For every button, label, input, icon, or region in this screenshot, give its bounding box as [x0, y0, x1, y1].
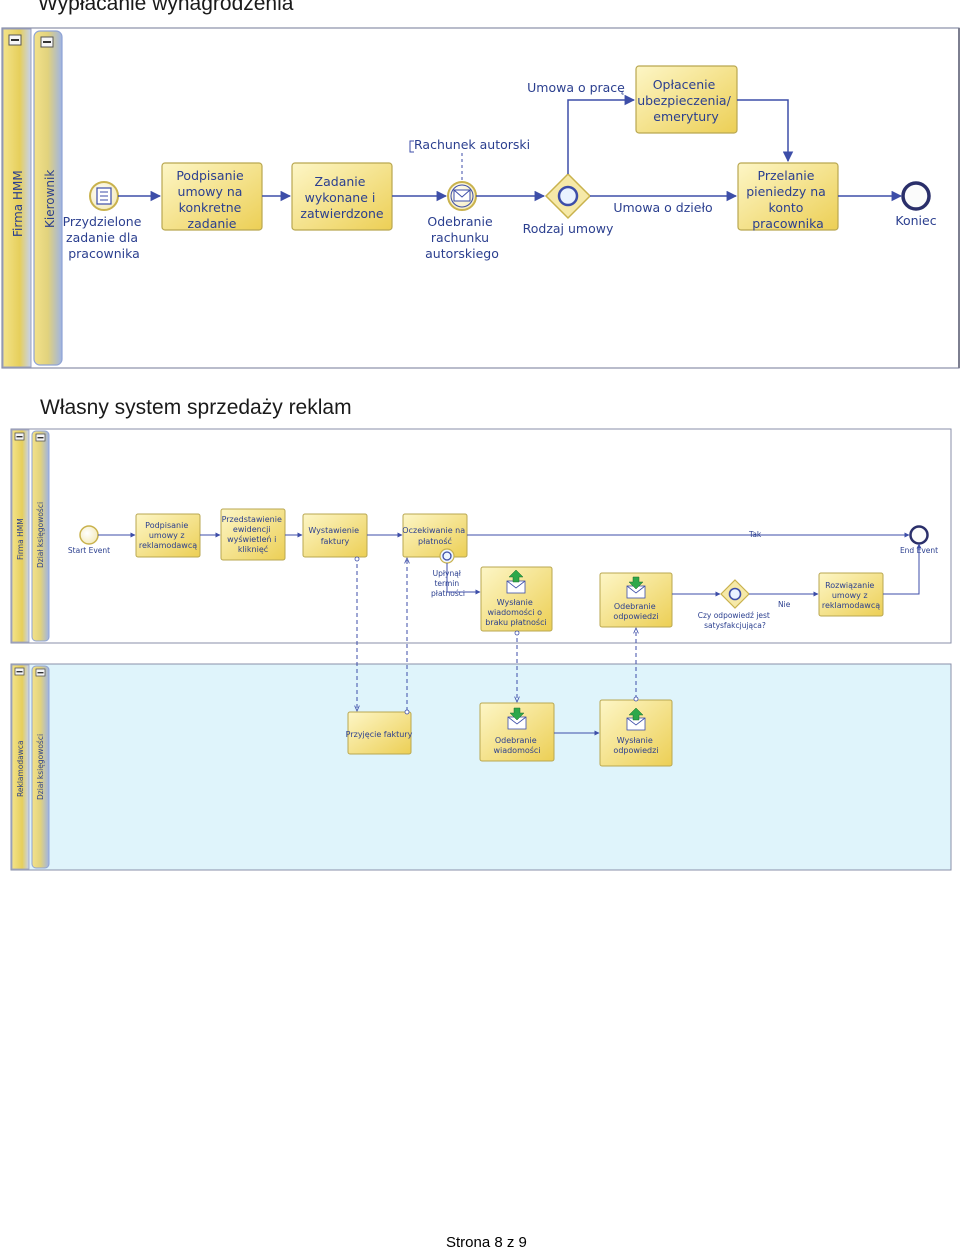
- svg-text:Podpisanie umowy na: Podpisanie umowy na konkretne zadanie: [176, 168, 247, 231]
- page-number: Strona 8 z 9: [446, 1234, 527, 1251]
- svg-text:Rozwiązanie umowy z: Rozwiązanie umowy z reklamodawcą: [822, 581, 880, 610]
- arrow-up-icon: [628, 707, 644, 721]
- flow-label-umowa-o-dzielo: Umowa o dzieło: [613, 200, 712, 215]
- arrow-up-icon: [508, 569, 524, 583]
- lane1-label: Dział księgowości: [36, 502, 45, 568]
- task-wyslanie-odpowiedzi[interactable]: Wysłanie odpowiedzi: [599, 699, 673, 767]
- end-event[interactable]: [901, 181, 931, 211]
- svg-text:Wystawienie faktury: Wystawienie faktury: [308, 526, 361, 546]
- svg-text:Zadanie wykonane i: Zadanie wykonane i zatwierdzone: [300, 174, 383, 221]
- message-event[interactable]: [447, 181, 477, 211]
- start-event-label: Start Event: [68, 546, 110, 555]
- lane-label: Kierownik: [43, 170, 57, 228]
- start-event[interactable]: [79, 525, 99, 545]
- task-odebranie-wiadomosci[interactable]: Odebranie wiadomości: [479, 702, 555, 762]
- timer-label: Upłynął termin płatności: [431, 569, 465, 598]
- svg-text:Wysłanie wiadomości o: Wysłanie wiadomości o braku płatności: [485, 598, 546, 627]
- pool2-label: Reklamodawca: [16, 740, 25, 797]
- diagram1: Firma HMM Kierownik Przydzielone zadanie…: [1, 27, 960, 369]
- pool-header[interactable]: [2, 28, 32, 368]
- message-flows: [357, 557, 636, 711]
- text-annotation[interactable]: Rachunek autorski: [409, 137, 530, 182]
- svg-text:Przedstawienie ewidenc: Przedstawienie ewidencji wyświetleń i kl…: [222, 515, 285, 554]
- task-podpisanie-umowy-z-reklamodawca[interactable]: Podpisanie umowy z reklamodawcą: [135, 513, 201, 558]
- lane2-label: Dział księgowości: [36, 734, 45, 800]
- svg-text:Odebranie wiadomości: Odebranie wiadomości: [493, 736, 540, 755]
- end-event-label: Koniec: [895, 213, 936, 228]
- end-event[interactable]: [909, 525, 929, 545]
- diagram2-title: Własny system sprzedaży reklam: [40, 396, 352, 419]
- pool1-header[interactable]: [11, 429, 30, 643]
- arrow-down-icon: [628, 576, 644, 590]
- diagram2: Firma HMM Dział księgowości Reklamodawca…: [10, 428, 952, 871]
- task-oczekiwanie-na-platnosc[interactable]: Oczekiwanie na płatność: [402, 513, 468, 558]
- task-odebranie-odpowiedzi[interactable]: Odebranie odpowiedzi: [599, 572, 673, 628]
- event-based-gateway[interactable]: [544, 172, 592, 220]
- task-wyslanie-wiadomosci-o-braku-platnosci[interactable]: Wysłanie wiadomości o braku płatności: [480, 566, 553, 632]
- start-event-label: Przydzielone zadanie dla pracownika: [63, 214, 146, 261]
- message-event-label: Odebranie rachunku autorskiego: [425, 214, 499, 261]
- gateway[interactable]: [720, 579, 750, 609]
- task-rozwiazanie-umowy[interactable]: Rozwiązanie umowy z reklamodawcą: [818, 572, 884, 617]
- flow-label-nie: Nie: [778, 600, 791, 609]
- lane2-header[interactable]: [31, 665, 50, 869]
- task-wystawienie-faktury[interactable]: Wystawienie faktury: [302, 513, 368, 558]
- sequence-flows: [98, 532, 922, 736]
- flow-label-umowa-o-prace: Umowa o pracę: [527, 80, 625, 95]
- gateway-label: Czy odpowiedź jest satysfakcjująca?: [698, 611, 773, 630]
- task-przyjecie-faktury[interactable]: Przyjęcie faktury: [346, 711, 413, 755]
- gateway-label: Rodzaj umowy: [523, 221, 614, 236]
- flow-label-tak: Tak: [748, 530, 762, 539]
- pool-label: Firma HMM: [11, 170, 25, 237]
- svg-text:Przelanie pieniedzy na: Przelanie pieniedzy na konto pracownika: [746, 168, 830, 231]
- diagram1-title: Wypłacanie wynagrodzenia: [38, 0, 294, 15]
- sequence-flows: [118, 94, 903, 202]
- start-event[interactable]: [89, 181, 119, 211]
- svg-text:Odebranie odpowiedzi: Odebranie odpowiedzi: [613, 602, 658, 621]
- task-podpisanie-umowy[interactable]: Podpisanie umowy na konkretne zadanie: [161, 162, 263, 231]
- task-zadanie-wykonane[interactable]: Zadanie wykonane i zatwierdzone: [291, 162, 393, 231]
- task-oplacenie-ubezpieczenia[interactable]: Opłacenie ubezpieczenia/ emerytury: [635, 65, 738, 134]
- svg-text:Wysłanie odpowiedzi: Wysłanie odpowiedzi: [613, 736, 658, 755]
- timer-boundary-event[interactable]: [439, 548, 455, 564]
- task-przelanie-pieniedzy[interactable]: Przelanie pieniedzy na konto pracownika: [737, 162, 839, 231]
- svg-text:Rachunek autorski: Rachunek autorski: [414, 137, 530, 152]
- arrow-down-icon: [509, 707, 525, 721]
- svg-text:Oczekiwanie na płatnoś: Oczekiwanie na płatność: [402, 526, 467, 546]
- svg-text:Przyjęcie faktury: Przyjęcie faktury: [346, 730, 413, 739]
- svg-text:Opłacenie ubezpieczeni: Opłacenie ubezpieczenia/ emerytury: [637, 77, 735, 124]
- pool2-header[interactable]: [11, 664, 30, 870]
- lane1-header[interactable]: [31, 430, 50, 642]
- task-przedstawienie-ewidencji[interactable]: Przedstawienie ewidencji wyświetleń i kl…: [220, 508, 286, 561]
- lane-header[interactable]: [33, 30, 63, 366]
- svg-text:Podpisanie umowy z: Podpisanie umowy z reklamodawcą: [139, 521, 197, 550]
- pool1-label: Firma HMM: [16, 518, 25, 560]
